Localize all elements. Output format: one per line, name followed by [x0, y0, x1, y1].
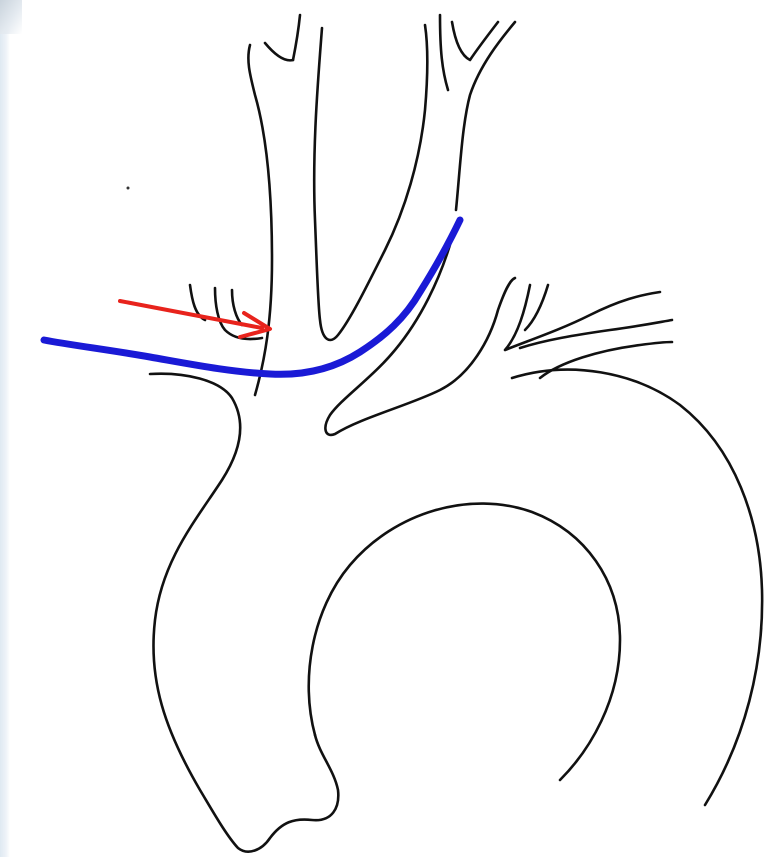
- brachiocephalic-fork-b: [293, 15, 300, 60]
- outer-arch-descending: [512, 370, 762, 805]
- brachiocephalic-trunk-left: [248, 45, 272, 395]
- left-common-carotid-left: [440, 15, 448, 90]
- brachiocephalic-fork-a: [265, 43, 293, 60]
- left-subclavian-upper: [505, 285, 660, 350]
- speck-mark: [127, 187, 130, 190]
- interbranch-contour: [325, 238, 515, 435]
- brachiocephalic-trunk-right: [314, 25, 427, 340]
- right-branch-stub-c: [232, 290, 242, 325]
- left-common-carotid-right: [456, 22, 515, 210]
- ascending-aorta-outer-contour: [150, 374, 338, 852]
- blue-highlight-line: [44, 220, 460, 374]
- vessel-outline: [150, 15, 762, 852]
- inner-arch-curve: [309, 504, 620, 780]
